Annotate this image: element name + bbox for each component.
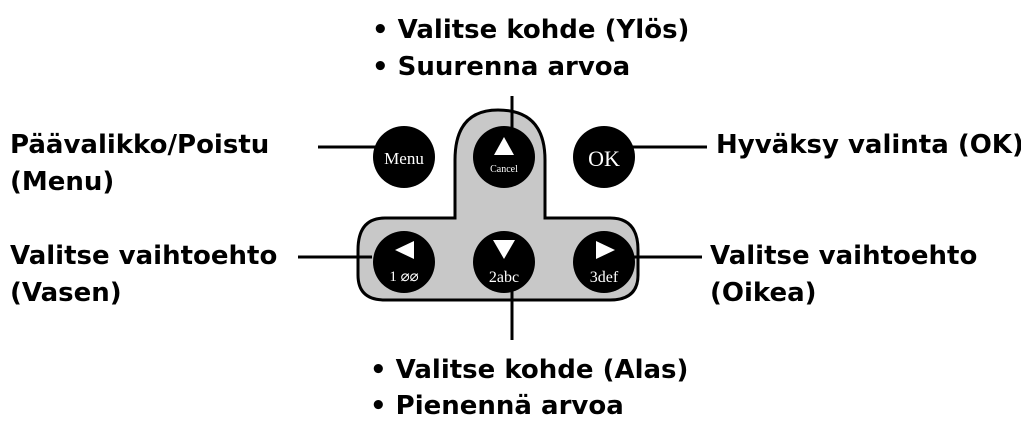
left-key-sublabel: 1 ⌀⌀ xyxy=(389,269,418,285)
down-key-sublabel: 2abc xyxy=(489,269,519,286)
label-up-line2: • Suurenna arvoa xyxy=(372,52,630,82)
label-menu-line2: (Menu) xyxy=(10,167,114,197)
label-left-line1: Valitse vaihtoehto xyxy=(10,241,277,271)
triangle-up-icon xyxy=(494,137,514,155)
menu-key-label: Menu xyxy=(384,149,424,168)
label-menu-line1: Päävalikko/Poistu xyxy=(10,130,269,160)
triangle-left-icon xyxy=(395,241,414,259)
left-key[interactable]: 1 ⌀⌀ xyxy=(373,231,435,293)
label-left-line2: (Vasen) xyxy=(10,278,122,308)
up-key-sublabel: Cancel xyxy=(490,164,518,175)
label-ok-line1: Hyväksy valinta (OK) xyxy=(716,130,1021,160)
menu-key[interactable]: Menu xyxy=(373,126,435,188)
down-key[interactable]: 2abc xyxy=(473,231,535,293)
right-key-sublabel: 3def xyxy=(590,269,619,286)
up-cancel-key[interactable]: Cancel xyxy=(473,126,535,188)
label-right-line1: Valitse vaihtoehto xyxy=(710,241,977,271)
label-down-line1: • Valitse kohde (Alas) xyxy=(370,355,688,385)
label-up-line1: • Valitse kohde (Ylös) xyxy=(372,15,689,45)
label-right-line2: (Oikea) xyxy=(710,278,817,308)
right-key[interactable]: 3def xyxy=(573,231,635,293)
triangle-down-icon xyxy=(493,240,515,259)
label-down-line2: • Pienennä arvoa xyxy=(370,391,624,421)
triangle-right-icon xyxy=(596,241,615,259)
ok-key-label: OK xyxy=(588,146,620,171)
ok-key[interactable]: OK xyxy=(573,126,635,188)
